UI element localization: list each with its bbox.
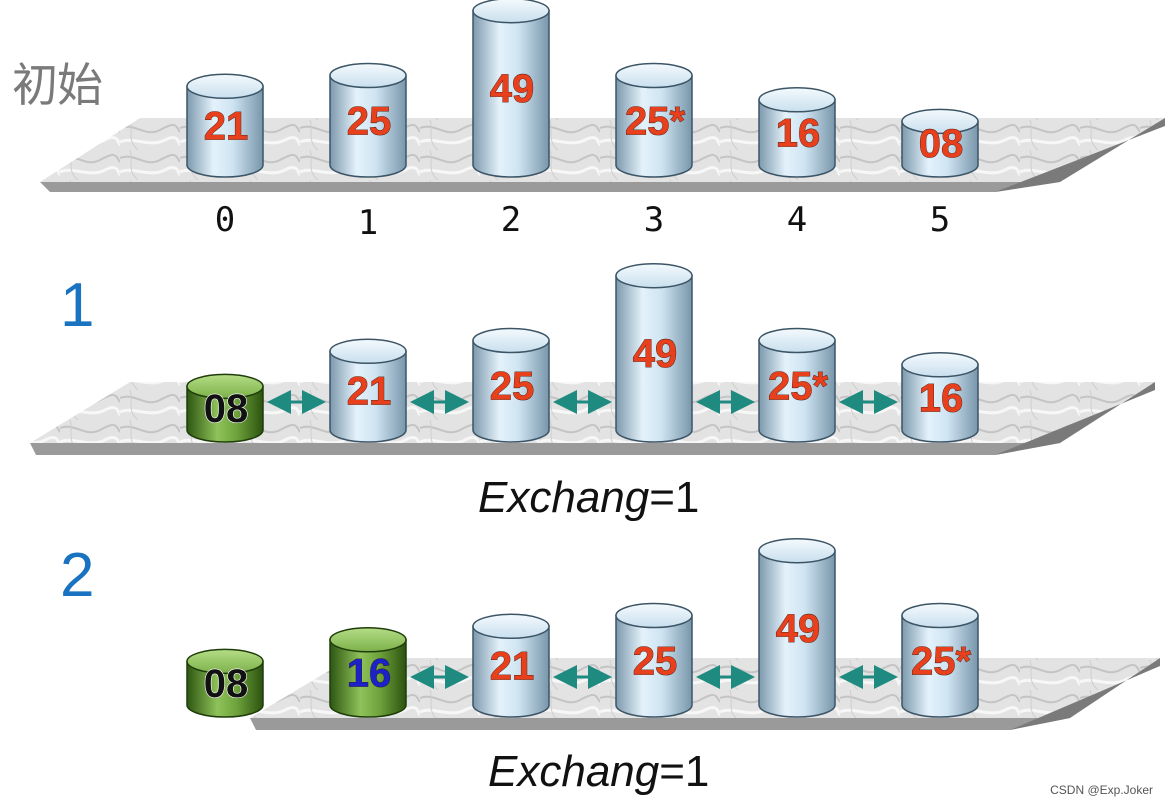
cylinder-pass-1-1: 21 <box>329 338 407 443</box>
cylinder-value: 49 <box>633 332 678 376</box>
cylinder-initial-0: 21 <box>186 73 264 178</box>
cylinder-cap <box>758 537 836 564</box>
cylinder-body <box>901 614 979 718</box>
cylinder-body <box>472 339 550 443</box>
cylinder-body <box>758 339 836 443</box>
cylinder-cap <box>615 62 693 89</box>
cylinder-pass-2-4: 49 <box>758 537 836 718</box>
cylinder-initial-1: 25 <box>329 62 407 178</box>
cylinder-value: 49 <box>490 67 535 111</box>
cylinder-value: 08 <box>204 662 249 706</box>
cylinder-cap <box>329 62 407 89</box>
cylinder-pass-1-5: 16 <box>901 352 979 443</box>
cylinder-cap <box>186 373 264 400</box>
cylinder-pass-1-4: 25* <box>758 327 836 443</box>
pass-2-number: 2 <box>60 541 95 610</box>
cylinder-body <box>472 9 550 178</box>
cylinder-value: 16 <box>776 111 821 155</box>
cylinder-cap <box>615 602 693 629</box>
cylinder-body <box>758 549 836 718</box>
cylinder-cap <box>329 627 407 653</box>
cylinder-pass-2-5: 25* <box>901 602 979 718</box>
cylinder-value: 49 <box>776 607 821 651</box>
cylinder-value: 25 <box>633 639 678 683</box>
cylinder-value: 21 <box>490 645 535 689</box>
cylinder-cap <box>758 87 836 113</box>
cylinder-cap <box>472 327 550 354</box>
watermark: CSDN @Exp.Joker <box>1050 783 1153 797</box>
exchange-var-1: Exchang <box>478 473 650 522</box>
cylinder-cap <box>472 613 550 640</box>
cylinder-body <box>329 350 407 443</box>
cylinder-value: 21 <box>204 105 249 149</box>
cylinder-value: 25* <box>911 639 971 683</box>
cylinder-cap <box>758 327 836 354</box>
index-label-3: 3 <box>643 200 665 240</box>
cylinder-value: 25* <box>768 364 828 408</box>
cylinder-value: 25* <box>625 99 685 143</box>
cylinder-value: 25 <box>490 364 535 408</box>
cylinder-body <box>186 85 264 178</box>
cylinder-value: 16 <box>347 651 392 695</box>
cylinder-pass-1-3: 49 <box>615 262 693 443</box>
cylinder-value: 08 <box>204 387 249 431</box>
index-label-1: 1 <box>357 203 379 243</box>
index-label-4: 4 <box>786 200 808 240</box>
cylinder-cap <box>186 73 264 100</box>
cylinder-cap <box>901 108 979 135</box>
cylinder-body <box>615 274 693 443</box>
cylinder-pass-2-2: 21 <box>472 613 550 718</box>
index-label-5: 5 <box>929 200 951 240</box>
cylinder-value: 25 <box>347 99 392 143</box>
cylinder-body <box>901 364 979 443</box>
cylinder-pass-1-2: 25 <box>472 327 550 443</box>
exchange-value-1: =1 <box>649 473 700 522</box>
cylinder-pass-2-1: 16 <box>329 627 407 718</box>
cylinder-value: 21 <box>347 370 392 414</box>
cylinder-body <box>186 385 264 443</box>
cylinder-initial-3: 25* <box>615 62 693 178</box>
exchange-label-pass-1: Exchang=1 <box>478 476 699 520</box>
cylinder-body <box>615 74 693 178</box>
cylinder-body <box>472 625 550 718</box>
cylinder-cap <box>901 602 979 629</box>
cylinder-initial-5: 08 <box>901 108 979 178</box>
cylinder-cap <box>329 338 407 365</box>
pass-1-number: 1 <box>60 271 95 340</box>
exchange-label-pass-2: Exchang=1 <box>488 750 709 794</box>
exchange-var-2: Exchang <box>488 747 660 796</box>
index-label-0: 0 <box>214 200 236 240</box>
cylinder-initial-2: 49 <box>472 0 550 178</box>
cylinder-body <box>329 74 407 178</box>
cylinder-pass-1-0: 08 <box>186 373 264 443</box>
cylinder-initial-4: 16 <box>758 87 836 178</box>
arrow-layer <box>267 390 898 689</box>
platform-initial <box>40 118 1165 192</box>
label-initial: 初始 <box>12 58 103 112</box>
cylinder-cap <box>615 262 693 289</box>
cylinder-body <box>615 614 693 718</box>
exchange-value-2: =1 <box>659 747 710 796</box>
cylinder-body <box>329 639 407 718</box>
cylinder-value: 16 <box>919 376 964 420</box>
cylinder-body <box>901 120 979 178</box>
cylinder-cap <box>472 0 550 24</box>
cylinder-body <box>758 99 836 178</box>
cylinder-cap <box>186 648 264 675</box>
cylinder-value: 08 <box>919 122 964 166</box>
cylinder-pass-2-3: 25 <box>615 602 693 718</box>
cylinder-body <box>186 660 264 718</box>
index-label-2: 2 <box>500 200 522 240</box>
cylinder-pass-2-0: 08 <box>186 648 264 718</box>
cylinder-cap <box>901 352 979 378</box>
